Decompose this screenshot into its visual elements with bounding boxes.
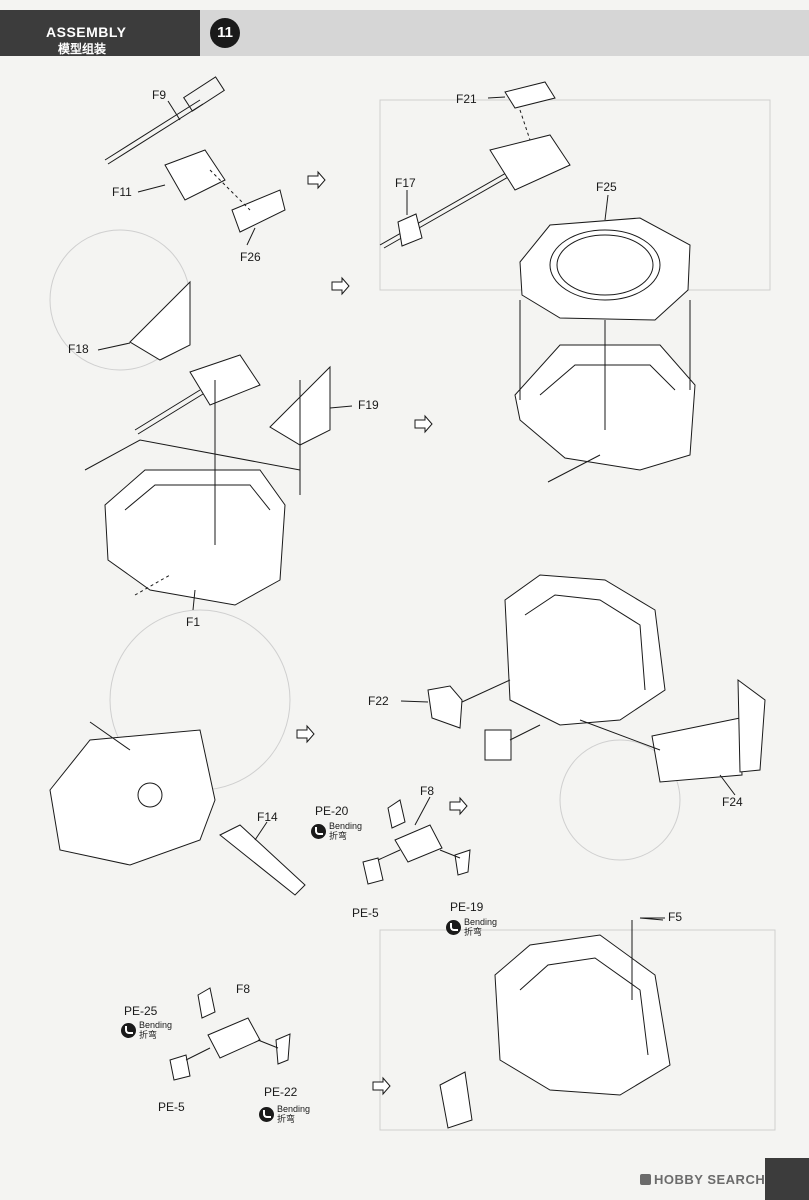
label-f25: F25: [596, 180, 617, 194]
bending-icon: [259, 1106, 274, 1122]
bending-label-en: Bending: [464, 917, 498, 927]
label-f19: F19: [358, 398, 379, 412]
bending-label-cn: 折弯: [329, 831, 348, 841]
header-title: ASSEMBLY: [46, 24, 127, 40]
footer-bar: [765, 1158, 809, 1200]
bending-label-cn: 折弯: [139, 1030, 158, 1040]
step-number-badge: 11: [210, 18, 240, 48]
bending-label-en: Bending: [329, 821, 363, 831]
label-f24: F24: [722, 795, 743, 809]
label-f5: F5: [668, 910, 683, 924]
hobby-search-logo-icon: [640, 1174, 651, 1185]
bending-label-cn: 折弯: [464, 927, 483, 937]
turret-upper-f22-f24: [427, 574, 766, 783]
bending-icon: [121, 1022, 136, 1038]
label-f18: F18: [68, 342, 89, 356]
label-f26: F26: [240, 250, 261, 264]
header-subtitle: 模型组装: [58, 42, 107, 56]
label-pe25: PE-25: [124, 1004, 158, 1018]
label-pe5-bottom: PE-5: [158, 1100, 185, 1114]
bending-icon: [311, 823, 326, 839]
header-title-block: ASSEMBLY 模型组装: [0, 10, 200, 56]
label-pe20: PE-20: [315, 804, 349, 818]
gun-f9-assembly: [104, 76, 286, 233]
label-f21: F21: [456, 92, 477, 106]
label-pe19: PE-19: [450, 900, 484, 914]
label-pe22: PE-22: [264, 1085, 298, 1099]
watermark-text: HOBBY SEARCH: [654, 1172, 766, 1187]
turret-basket-right: [514, 300, 696, 483]
label-f8-bottom: F8: [236, 982, 251, 996]
bending-icon: [446, 919, 461, 935]
label-f22: F22: [368, 694, 389, 708]
label-f14: F14: [257, 810, 278, 824]
bending-label-en: Bending: [139, 1020, 173, 1030]
label-f17: F17: [395, 176, 416, 190]
turret-lower-left-f14: [49, 721, 306, 896]
bending-label-en: Bending: [277, 1104, 311, 1114]
label-f11: F11: [112, 185, 132, 199]
watermark: HOBBY SEARCH: [640, 1172, 765, 1187]
label-f9: F9: [152, 88, 167, 102]
label-f8-middle: F8: [420, 784, 435, 798]
turret-final: [439, 917, 671, 1129]
box-f8-middle: [362, 799, 471, 885]
label-f1: F1: [186, 615, 201, 629]
turret-shell-f1: [84, 380, 301, 606]
gun-f21-assembly: [379, 81, 571, 249]
label-pe5-middle: PE-5: [352, 906, 379, 920]
turret-ring-f25: [519, 217, 691, 321]
bending-label-cn: 折弯: [277, 1114, 296, 1124]
box-f8-bottom: [169, 987, 291, 1081]
